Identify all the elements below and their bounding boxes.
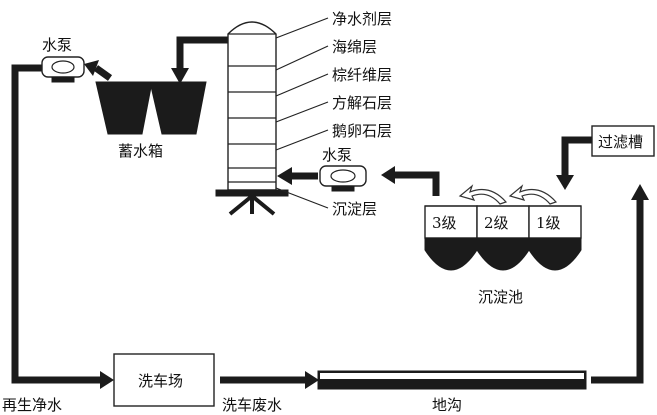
arrow-to-trench bbox=[305, 371, 319, 389]
car-wash-box bbox=[113, 353, 215, 407]
overflow-arrow-1-to-2 bbox=[508, 184, 558, 205]
filter-layer-4-label: 方解石层 bbox=[332, 94, 392, 112]
pipe-right-vertical bbox=[591, 200, 644, 384]
filter-layer-5-label: 鹅卵石层 bbox=[332, 122, 392, 140]
layer-leader-lines bbox=[275, 17, 329, 209]
arrow-to-column bbox=[277, 167, 292, 185]
trench bbox=[317, 370, 587, 390]
storage-tank bbox=[95, 81, 207, 135]
water-pump-mid-label: 水泵 bbox=[322, 146, 352, 164]
arrow-to-left-pump bbox=[84, 60, 99, 76]
arrow-to-mid-pump bbox=[381, 166, 395, 184]
pipe-filter-to-level1 bbox=[561, 136, 592, 175]
pipe-tank-to-pump bbox=[93, 65, 113, 81]
pipe-pool-to-pump bbox=[395, 171, 440, 196]
arrow-into-tank bbox=[171, 68, 189, 84]
water-pump-left-label: 水泵 bbox=[42, 36, 72, 54]
filter-tank-label: 过滤槽 bbox=[598, 133, 643, 151]
settling-pool-label: 沉淀池 bbox=[478, 288, 523, 306]
wastewater-label: 洗车废水 bbox=[222, 396, 282, 414]
pipe-column-to-tank bbox=[176, 36, 232, 68]
storage-tank-label: 蓄水箱 bbox=[118, 142, 163, 160]
overflow-arrow-2-to-3 bbox=[458, 184, 508, 205]
filter-layer-3-label: 棕纤维层 bbox=[332, 66, 392, 84]
water-pump-left bbox=[41, 56, 85, 83]
level-1-label: 1级 bbox=[536, 214, 561, 232]
settling-pool bbox=[424, 205, 582, 271]
car-wash-label: 洗车场 bbox=[138, 372, 183, 390]
pipe-left-vertical bbox=[11, 64, 100, 384]
water-pump-mid bbox=[319, 165, 367, 192]
arrow-into-level1 bbox=[556, 175, 574, 190]
level-3-label: 3级 bbox=[432, 214, 457, 232]
sediment-layer-label: 沉淀层 bbox=[332, 200, 377, 218]
filter-column bbox=[215, 21, 289, 216]
filter-layer-2-label: 海绵层 bbox=[332, 38, 377, 56]
filter-tank bbox=[591, 125, 655, 157]
arrow-up-to-filter bbox=[631, 184, 649, 200]
arrow-to-car-wash bbox=[100, 371, 114, 389]
trench-label: 地沟 bbox=[432, 396, 462, 414]
level-2-label: 2级 bbox=[484, 214, 509, 232]
recycled-water-label: 再生净水 bbox=[2, 396, 62, 414]
filter-layer-1-label: 净水剂层 bbox=[332, 10, 392, 28]
